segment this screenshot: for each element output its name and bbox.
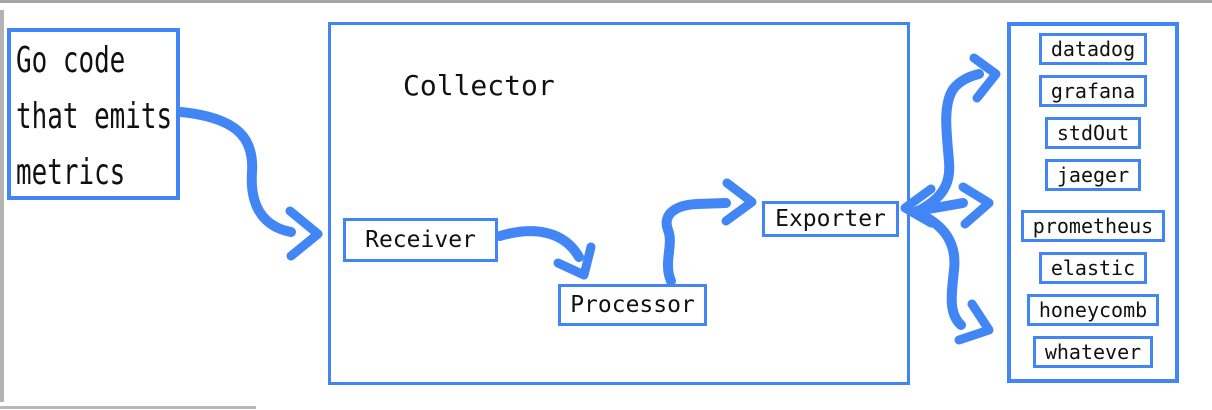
- receiver-label: Receiver: [365, 227, 476, 253]
- source-line-1: Go code: [16, 40, 126, 81]
- processor-label: Processor: [570, 292, 695, 318]
- collector-box: Collector Receiver Processor Exporter: [328, 22, 910, 385]
- destination-node-jaeger: jaeger: [1044, 159, 1142, 191]
- processor-node: Processor: [558, 284, 707, 326]
- arrow-junction-down: [915, 209, 994, 345]
- destination-node-stdout: stdOut: [1044, 117, 1142, 149]
- receiver-node: Receiver: [343, 218, 498, 262]
- destination-node-honeycomb: honeycomb: [1026, 294, 1160, 326]
- window-bottom-edge: [0, 406, 256, 409]
- destination-node-elastic: elastic: [1038, 252, 1148, 284]
- exporter-node: Exporter: [762, 201, 899, 237]
- destinations-panel: datadog grafana stdOut jaeger prometheus…: [1007, 22, 1179, 383]
- arrow-junction-right: [912, 182, 994, 229]
- source-line-2: that emits: [16, 96, 173, 137]
- destination-node-prometheus: prometheus: [1020, 210, 1166, 242]
- arrow-source-to-receiver: [176, 107, 323, 261]
- exporter-label: Exporter: [775, 206, 886, 232]
- destination-node-whatever: whatever: [1032, 336, 1154, 368]
- destination-node-grafana: grafana: [1038, 75, 1148, 107]
- window-left-edge: [0, 10, 4, 402]
- destination-node-datadog: datadog: [1038, 33, 1148, 65]
- source-code-label: Go code that emits metrics: [11, 32, 181, 201]
- collector-title: Collector: [403, 69, 555, 102]
- source-code-box: Go code that emits metrics: [7, 28, 180, 200]
- source-line-3: metrics: [16, 152, 126, 193]
- arrow-junction-up: [915, 53, 1001, 215]
- window-top-edge: [0, 0, 1212, 3]
